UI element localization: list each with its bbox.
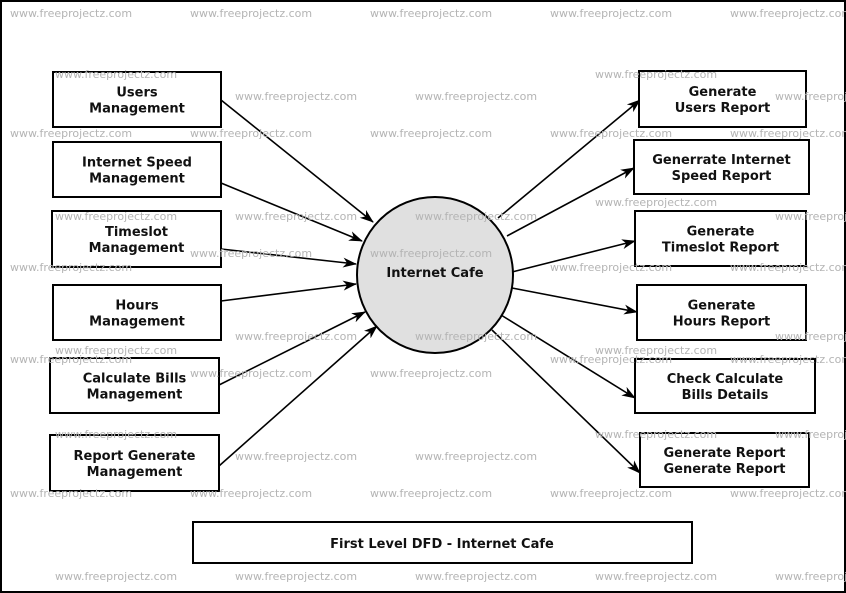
data-flow-arrow-out <box>511 239 636 273</box>
output-entity-label: Speed Report <box>672 169 772 184</box>
input-entity-label: Management <box>87 465 183 480</box>
output-entity-box <box>639 432 810 488</box>
data-flow-arrow-in <box>220 280 357 302</box>
input-entity-label: Management <box>89 241 185 256</box>
output-entity-label: Generrate Internet <box>652 153 791 168</box>
data-flow-arrow-in <box>218 325 378 467</box>
input-entity-box <box>52 141 222 198</box>
data-flow-arrow-out <box>491 329 641 474</box>
process-circle <box>356 196 514 354</box>
output-entity-box <box>633 139 810 195</box>
output-entity-label: Bills Details <box>682 388 769 403</box>
process-label: Internet Cafe <box>386 266 483 281</box>
input-entity-label: Management <box>89 102 185 117</box>
data-flow-arrow-in <box>220 182 363 242</box>
input-entity-label: Management <box>89 315 185 330</box>
output-entity-label: Generate <box>687 225 755 240</box>
input-entity-box <box>49 357 220 414</box>
output-entity-box <box>636 284 807 341</box>
output-entity-box <box>634 358 816 414</box>
data-flow-arrow-in <box>220 248 357 268</box>
input-entity-label: Report Generate <box>74 449 196 464</box>
input-entity-label: Internet Speed <box>82 156 192 171</box>
output-entity-label: Users Report <box>675 101 770 116</box>
data-flow-arrow-out <box>500 314 636 399</box>
input-entity-label: Timeslot <box>105 225 168 240</box>
input-entity-box <box>52 71 222 128</box>
center-process: Internet Cafe <box>356 196 514 354</box>
input-entity-box <box>49 434 220 492</box>
input-entity-label: Hours <box>115 299 158 314</box>
data-flow-arrow-out <box>506 167 635 237</box>
data-flow-arrow-out <box>497 99 641 219</box>
output-entity-label: Check Calculate <box>667 372 784 387</box>
input-entity-box <box>51 210 222 268</box>
input-entity-box <box>52 284 222 341</box>
input-entity-label: Management <box>89 172 185 187</box>
input-entity-label: Users <box>116 86 158 101</box>
data-flow-arrow-out <box>511 287 638 315</box>
output-entity-label: Hours Report <box>673 315 770 330</box>
output-entity-box <box>638 70 807 128</box>
output-entity-label: Timeslot Report <box>662 241 779 256</box>
title-box <box>192 521 693 564</box>
output-entity-label: Generate Report <box>664 446 786 461</box>
output-entity-box <box>634 210 807 267</box>
input-entity-label: Calculate Bills <box>83 372 187 387</box>
output-entity-label: Generate <box>689 85 757 100</box>
title-label: First Level DFD - Internet Cafe <box>330 537 554 552</box>
output-entity-label: Generate Report <box>664 462 786 477</box>
output-entity-label: Generate <box>688 299 756 314</box>
data-flow-arrow-in <box>220 99 374 223</box>
input-entity-label: Management <box>87 388 183 403</box>
data-flow-arrow-in <box>218 311 366 386</box>
diagram-title: First Level DFD - Internet Cafe <box>192 521 693 564</box>
